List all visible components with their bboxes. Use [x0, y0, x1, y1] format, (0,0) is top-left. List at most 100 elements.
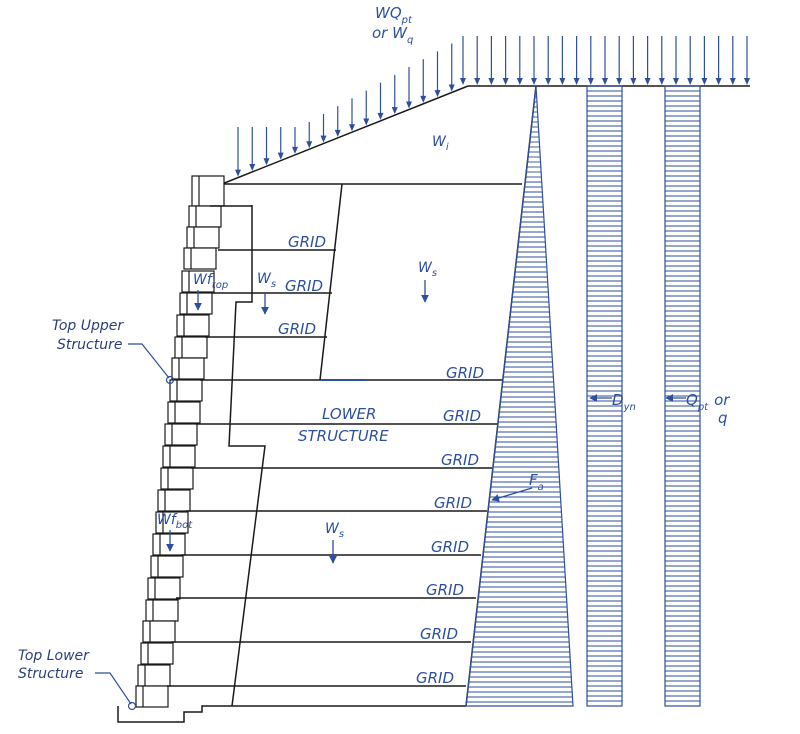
weight-arrows [166, 280, 686, 564]
surcharge-arrowhead-icon [249, 163, 256, 171]
backfill-slope-line [221, 85, 469, 185]
wall-block [135, 685, 169, 708]
surcharge-arrowhead-icon [545, 78, 552, 85]
wf-top-label: Wftop [193, 272, 228, 291]
surcharge-arrowhead-icon [587, 78, 594, 85]
surcharge-arrowhead-icon [263, 158, 270, 166]
grid-label: GRID [278, 320, 316, 338]
grid-label: GRID [446, 364, 484, 382]
wall-facing-blocks [135, 175, 225, 708]
lower-structure-label-line1: LOWER [322, 405, 376, 423]
grid-label: GRID [288, 233, 326, 251]
surcharge-arrowhead-icon [420, 95, 427, 103]
grid-label: GRID [420, 625, 458, 643]
surcharge-arrowhead-icon [488, 78, 495, 85]
surcharge-alt-label: or Wq [372, 24, 413, 46]
wall-block [176, 314, 210, 337]
grid-label: GRID [434, 494, 472, 512]
wall-block [162, 445, 196, 468]
wall-block [155, 511, 189, 534]
grid-label: GRID [441, 451, 479, 469]
wall-block [142, 620, 176, 643]
fa-label: Fa [529, 471, 544, 493]
top-upper-leader-line [128, 343, 170, 379]
wall-block [137, 664, 171, 687]
surcharge-arrowhead-icon [320, 135, 327, 143]
wall-block [191, 175, 225, 207]
surcharge-arrowhead-icon [277, 152, 284, 160]
surcharge-arrowhead-icon [516, 78, 523, 85]
surcharge-arrowhead-icon [334, 129, 341, 137]
grid-labels: GRID GRID GRID GRID GRID GRID GRID GRID GRID GRID… [278, 233, 484, 687]
dyn-label: Dyn [612, 391, 636, 413]
grid-label: GRID [431, 538, 469, 556]
wall-block [147, 577, 181, 600]
surcharge-arrowhead-icon [531, 78, 537, 85]
upper-structure-back-line [319, 183, 343, 381]
surcharge-arrowhead-icon [292, 146, 298, 154]
lower-structure-label-line2: STRUCTURE [298, 427, 389, 445]
top-lower-label-line2: Structure [18, 666, 83, 682]
surcharge-arrowhead-icon [559, 78, 566, 85]
surcharge-arrowhead-icon [502, 78, 509, 85]
wall-block [174, 336, 208, 359]
top-upper-marker-icon [165, 375, 175, 385]
ws-lower-label: Ws [325, 521, 344, 540]
top-upper-label-line2: Structure [57, 337, 122, 353]
surcharge-arrowhead-icon [235, 169, 241, 177]
wall-block [164, 423, 198, 446]
grid-reinforcement-lines [167, 183, 522, 687]
top-lower-leader-line [95, 672, 132, 705]
surcharge-arrowhead-icon [349, 124, 355, 132]
wall-block [145, 599, 179, 622]
surcharge-arrowhead-icon [573, 78, 580, 85]
surcharge-arrowhead-icon [744, 78, 750, 85]
surcharge-arrowhead-icon [460, 78, 466, 85]
wi-label: Wi [432, 134, 449, 153]
pressure-triangle-outline [465, 85, 574, 707]
surcharge-arrowhead-icon [673, 78, 679, 85]
top-upper-label-line1: Top Upper [52, 318, 124, 334]
surcharge-arrowhead-icon [687, 78, 694, 85]
wall-block [186, 226, 220, 249]
surcharge-arrowhead-icon [715, 78, 722, 85]
wf-bot-label: Wfbot [157, 512, 193, 531]
top-lower-marker-icon [127, 701, 137, 711]
top-lower-label-line1: Top Lower [18, 648, 90, 664]
grid-label: GRID [443, 407, 481, 425]
earth-pressure-diagram [465, 85, 574, 707]
text-labels: WQpt or Wq Wi Ws Ws Ws Wftop Wfbot Top U… [18, 4, 730, 682]
grid-label: GRID [285, 277, 323, 295]
wall-block [167, 401, 201, 424]
wall-block [183, 247, 217, 270]
surcharge-arrowhead-icon [616, 78, 623, 85]
surcharge-label: WQpt [375, 4, 413, 26]
surcharge-arrowhead-icon [701, 78, 708, 85]
grid-label: GRID [416, 669, 454, 687]
lower-structure-back-line [228, 205, 266, 707]
surcharge-arrowhead-icon [658, 78, 665, 85]
wall-block [171, 357, 205, 380]
ws-left-label: Ws [257, 271, 276, 290]
surcharge-pressure-diagram [664, 85, 701, 707]
wall-block [140, 642, 174, 665]
surcharge-arrowhead-icon [729, 78, 736, 85]
base-footing-line [117, 705, 466, 723]
wall-block [150, 555, 184, 578]
wall-block [188, 205, 222, 228]
wall-block [160, 467, 194, 490]
surcharge-load-arrows [235, 36, 750, 177]
surcharge-arrowhead-icon [474, 78, 481, 85]
grid-label: GRID [426, 581, 464, 599]
surcharge-arrowhead-icon [602, 78, 608, 85]
wall-block [169, 379, 203, 402]
wall-block [179, 292, 213, 315]
surcharge-arrowhead-icon [306, 141, 313, 149]
wall-block [157, 489, 191, 512]
surcharge-arrowhead-icon [434, 90, 441, 98]
q-label: q [718, 409, 728, 427]
surcharge-arrowhead-icon [363, 118, 370, 126]
surcharge-arrowhead-icon [630, 78, 637, 85]
